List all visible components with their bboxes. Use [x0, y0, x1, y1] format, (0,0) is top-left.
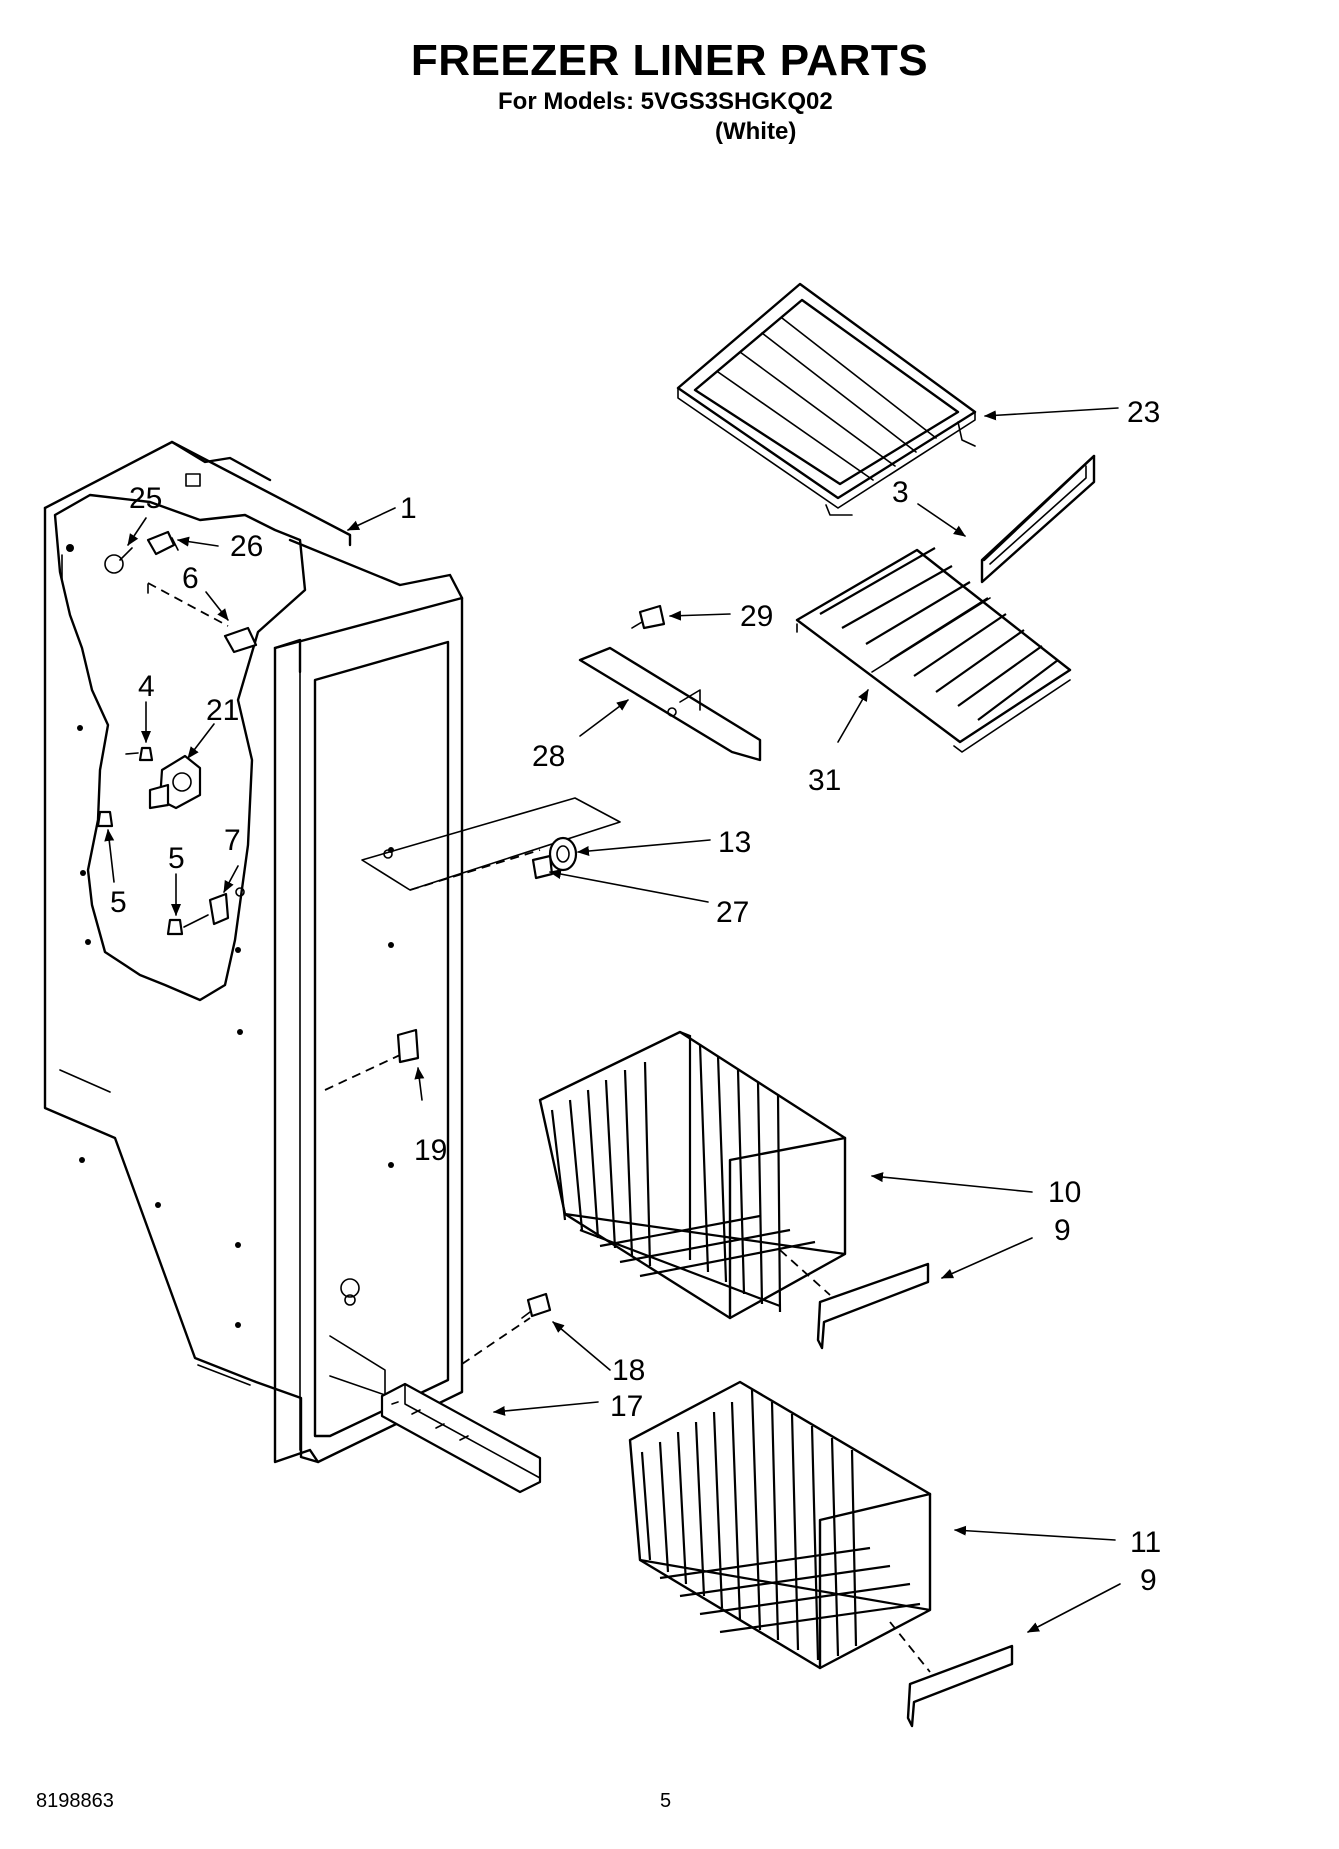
basket-slide [906, 1644, 1014, 1728]
callout-1: 1 [400, 492, 417, 525]
callout-25: 25 [129, 482, 162, 515]
upper-freezer-basket [538, 1030, 847, 1320]
clip [223, 626, 258, 654]
callout-10: 10 [1048, 1176, 1081, 1209]
shelf-screw [631, 604, 666, 630]
lower-freezer-basket [628, 1380, 932, 1670]
mounting-plate [361, 797, 621, 891]
callout-13: 13 [718, 826, 751, 859]
freezer-liner [43, 440, 464, 1464]
screw [166, 918, 184, 936]
thermostat-housing [148, 754, 202, 810]
page-title: FREEZER LINER PARTS [410, 36, 929, 85]
callout-11: 11 [1130, 1526, 1161, 1559]
callout-26: 26 [230, 530, 263, 563]
page-number: 5 [660, 1790, 672, 1812]
cutaway-outline [53, 493, 307, 1002]
shelf-trim [980, 454, 1096, 584]
callout-4: 4 [138, 670, 155, 703]
light-socket [146, 530, 179, 556]
bracket [208, 892, 230, 926]
drain-fitting [531, 836, 578, 880]
callout-21: 21 [206, 694, 239, 727]
leader-arrows [104, 407, 1121, 1633]
callout-27: 27 [716, 896, 749, 929]
callout-9-lower: 9 [1140, 1564, 1157, 1597]
callout-9-upper: 9 [1054, 1214, 1071, 1247]
callout-31: 31 [808, 764, 841, 797]
callout-18: 18 [612, 1354, 645, 1387]
switch [396, 1028, 420, 1064]
callout-19: 19 [414, 1134, 447, 1167]
callout-5-right: 5 [168, 842, 185, 875]
model-subtitle: For Models: 5VGS3SHGKQ02 [498, 88, 833, 115]
color-variant: (White) [715, 118, 797, 145]
glass-shelf [676, 282, 977, 516]
toe-grille [380, 1382, 542, 1494]
callout-23: 23 [1127, 396, 1160, 429]
callout-29: 29 [740, 600, 773, 633]
callout-3: 3 [892, 476, 909, 509]
light-bulb [104, 547, 133, 574]
screw [96, 810, 114, 828]
shelf-support-rail [578, 646, 762, 762]
grille-screw [521, 1292, 552, 1319]
callout-17: 17 [610, 1390, 643, 1423]
callout-28: 28 [532, 740, 565, 773]
basket-slide [816, 1262, 930, 1350]
callout-7: 7 [224, 824, 241, 857]
screw [138, 746, 154, 762]
callout-6: 6 [182, 562, 199, 595]
wire-shelf [795, 547, 1072, 753]
callout-5-left: 5 [110, 886, 127, 919]
document-number: 8198863 [36, 1790, 114, 1812]
